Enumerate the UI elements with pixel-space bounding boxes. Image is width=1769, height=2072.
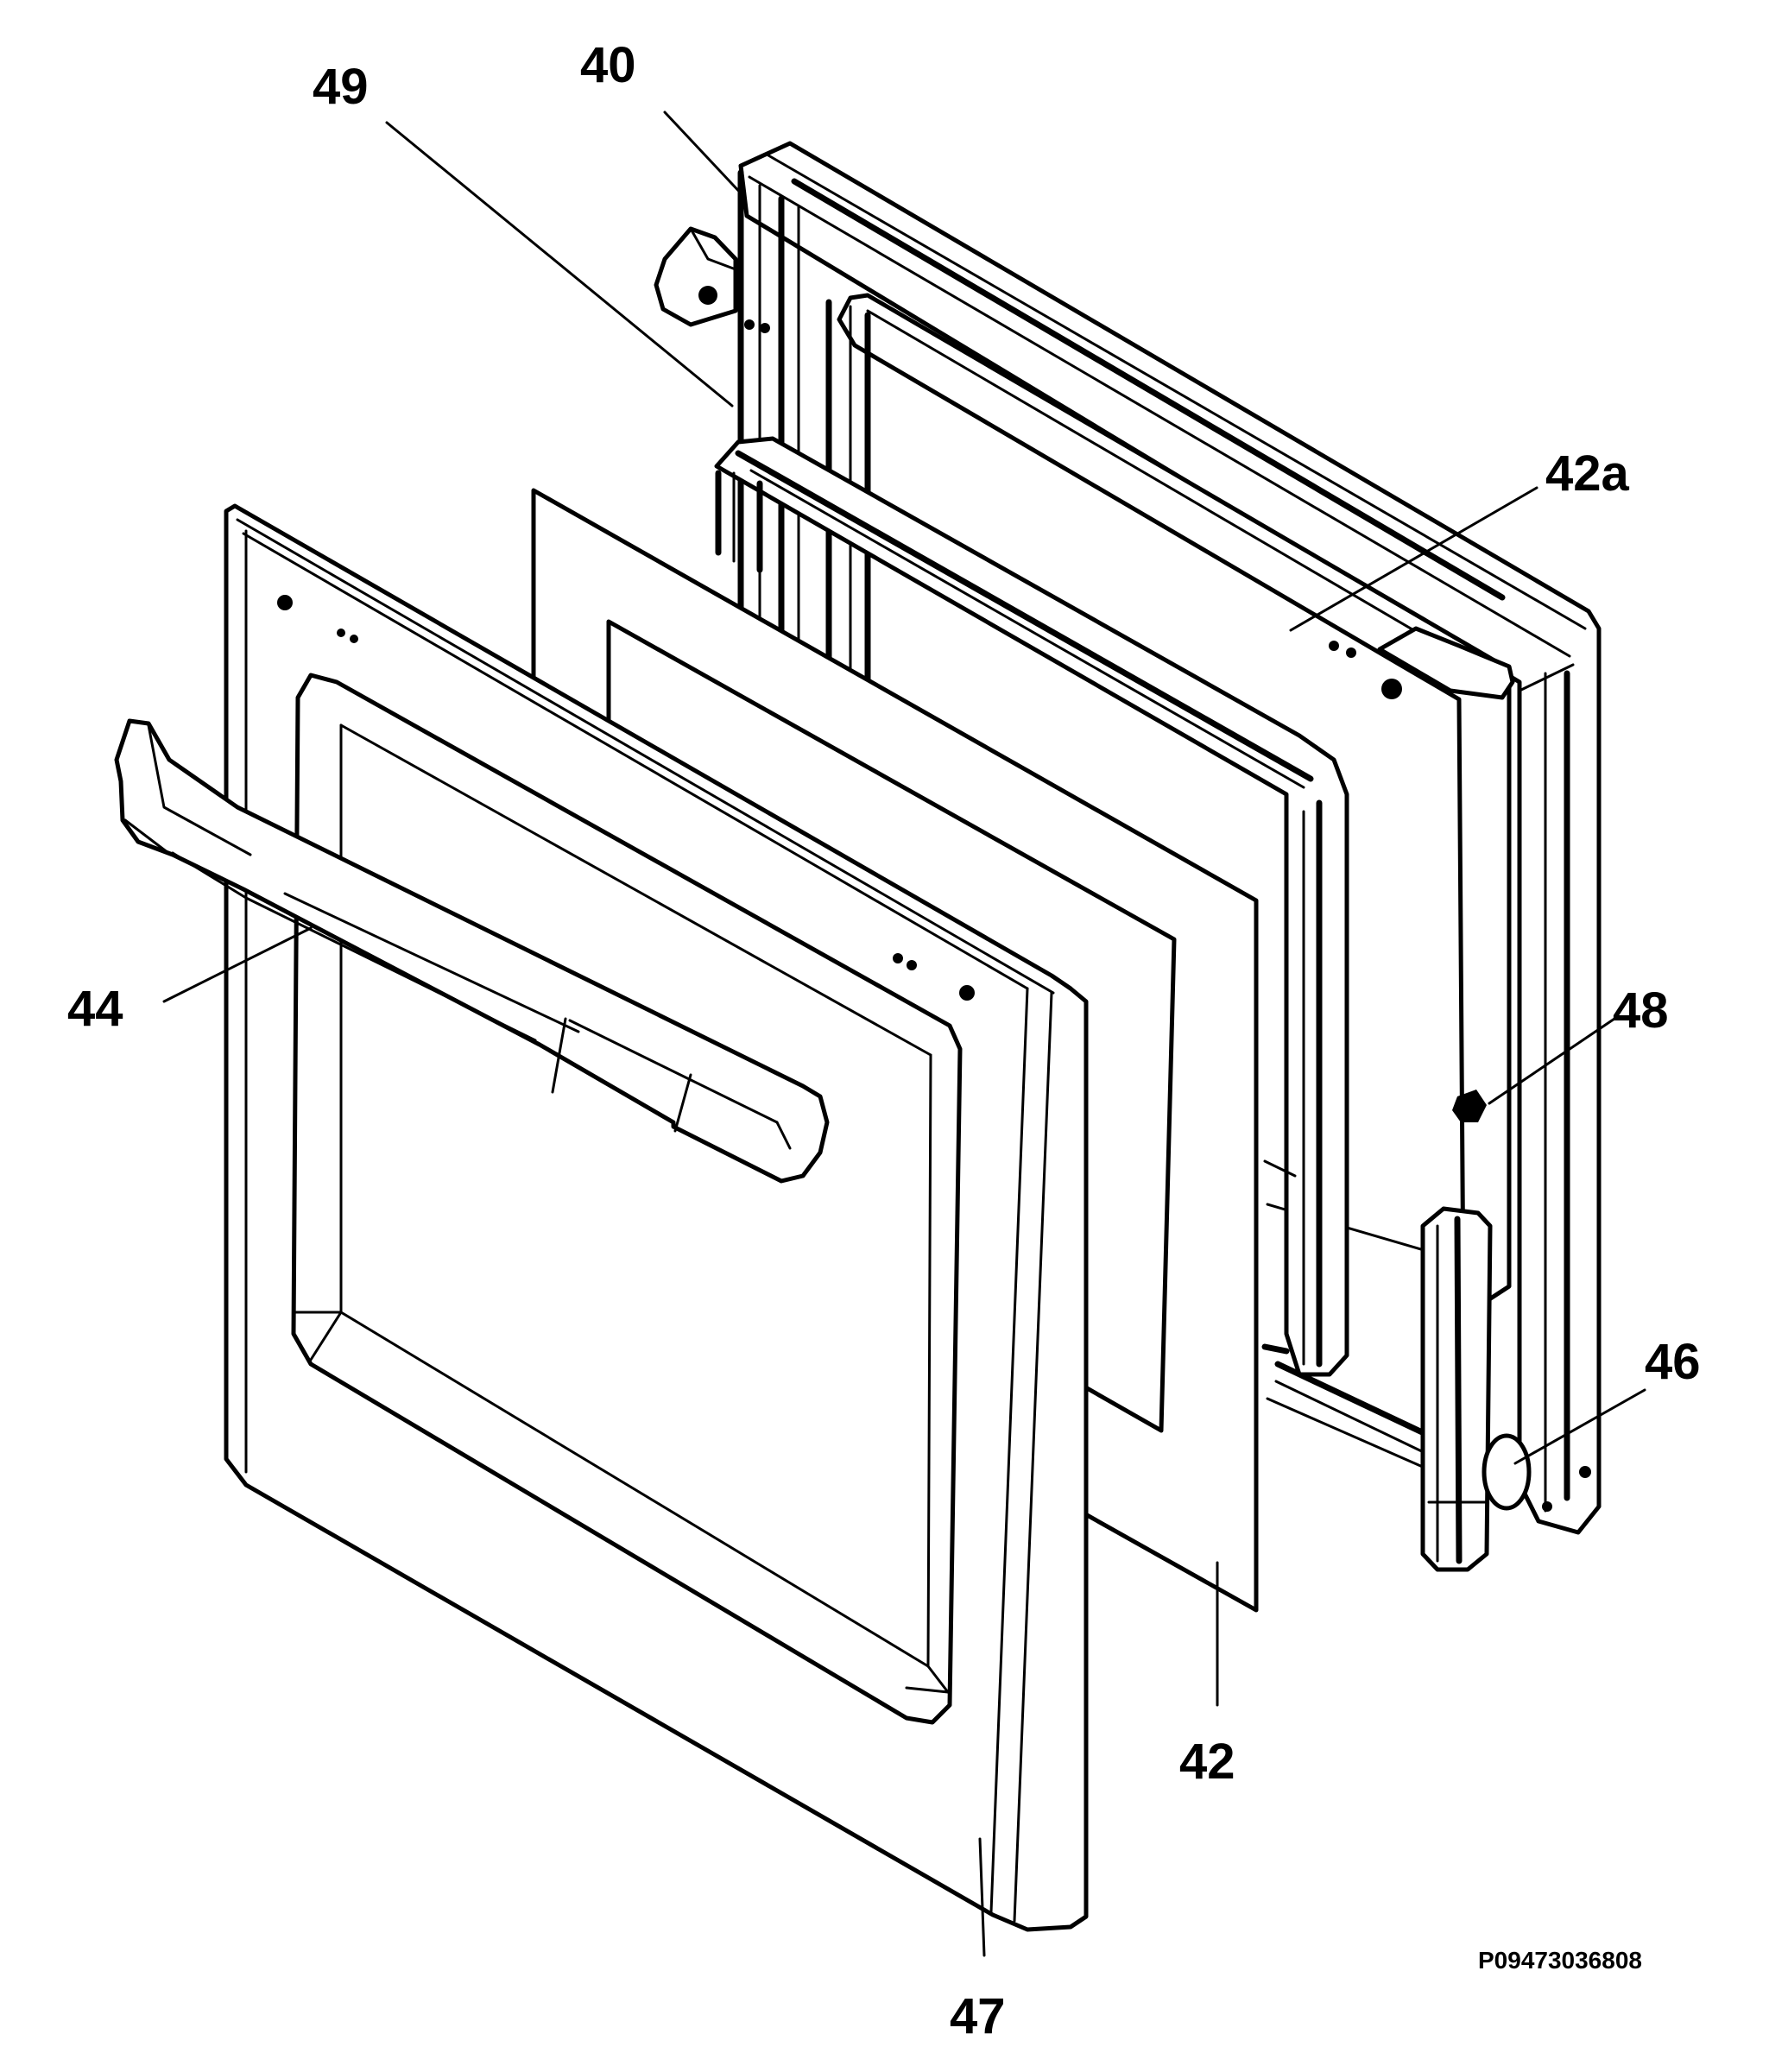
handle-44	[114, 718, 830, 1184]
callout-40: 40	[580, 37, 636, 93]
leader-47	[978, 1837, 986, 1957]
callout-49: 49	[313, 59, 369, 115]
leader-42a	[1289, 486, 1538, 632]
callout-42a: 42a	[1545, 445, 1630, 502]
callout-48: 48	[1613, 982, 1669, 1039]
callout-44: 44	[67, 981, 123, 1037]
callout-46: 46	[1645, 1334, 1701, 1390]
leader-46	[1513, 1388, 1646, 1465]
callout-47: 47	[950, 1988, 1006, 2044]
leader-40	[663, 111, 746, 199]
callouts: 40 49 42a 44 48 46 42 47 P09473036808	[67, 37, 1701, 2044]
reference-code: P09473036808	[1478, 1947, 1642, 1974]
leader-44	[162, 926, 313, 1003]
callout-42: 42	[1179, 1734, 1235, 1790]
leader-48	[1488, 1017, 1616, 1105]
rear-inner-frame	[654, 141, 1602, 1572]
inner-glass-with-seal	[714, 436, 1349, 1377]
leader-49	[385, 121, 734, 407]
leader-lines	[162, 111, 1646, 1957]
